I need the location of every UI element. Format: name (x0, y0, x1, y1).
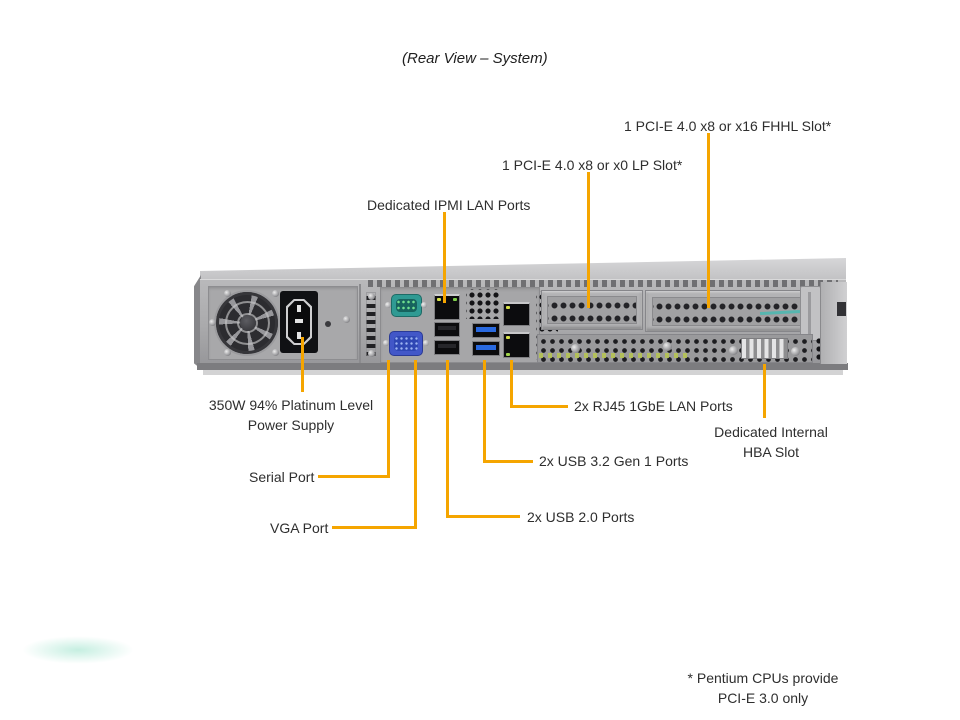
callout-ipmi-lan: Dedicated IPMI LAN Ports (367, 197, 531, 213)
ac-pin (295, 319, 303, 323)
callout-lan-ports: 2x RJ45 1GbE LAN Ports (574, 398, 733, 414)
lan-leader-line (510, 405, 568, 408)
screw-icon (272, 290, 279, 297)
callout-usb32-ports: 2x USB 3.2 Gen 1 Ports (539, 453, 689, 469)
usb3-tongue (476, 345, 496, 350)
chassis-end-flange (820, 282, 847, 364)
psu-fan (213, 289, 282, 357)
vga-pin-field (394, 336, 418, 351)
ac-pin (297, 305, 301, 312)
hex-nut-icon (383, 340, 389, 346)
screw-icon (224, 349, 231, 356)
screw-icon (791, 347, 800, 356)
screw-icon (272, 349, 279, 356)
footnote-line-1: * Pentium CPUs provide (687, 670, 839, 686)
panel-hole (325, 321, 331, 327)
ipmi-leader-line (443, 212, 446, 303)
lp-slot-cover (547, 296, 637, 324)
usb2-slot (438, 326, 456, 330)
screw-icon (729, 346, 738, 355)
serial-port-connector (391, 294, 422, 317)
screw-icon (571, 344, 580, 353)
diagram-title: (Rear View – System) (402, 50, 548, 67)
lan-led (506, 353, 510, 356)
callout-vga-port: VGA Port (270, 520, 329, 536)
vent-led-glints (539, 353, 691, 358)
usb2-slot (438, 344, 456, 348)
screw-icon (209, 319, 216, 326)
faint-watermark (22, 636, 134, 664)
serial-leader-line (318, 475, 390, 478)
screw-icon (663, 342, 672, 351)
usb32-leader-line (483, 460, 533, 463)
ipmi-lan-port (434, 294, 460, 320)
slot-retention-latch (800, 286, 821, 341)
vga-port-connector (389, 331, 423, 356)
footnote-line-2: PCI-E 3.0 only (717, 690, 809, 706)
top-vent-slots (368, 280, 838, 287)
flange-notch (837, 302, 846, 316)
hba-label-line-2: HBA Slot (742, 444, 800, 460)
psu-label-line-1: 350W 94% Platinum Level (208, 397, 374, 413)
screw-icon (224, 290, 231, 297)
hba-label-line-1: Dedicated Internal (714, 424, 828, 440)
usb20-leader-line (446, 360, 449, 518)
hex-nut-icon (421, 302, 427, 308)
callout-fhhl-slot: 1 PCI-E 4.0 x8 or x16 FHHL Slot* (624, 118, 832, 134)
serial-pin-field (396, 299, 417, 312)
usb2-port (434, 340, 460, 355)
callout-power-supply: 350W 94% Platinum Level Power Supply (206, 395, 376, 435)
callout-hba-slot: Dedicated Internal HBA Slot (701, 422, 841, 462)
usb3-port (472, 323, 500, 338)
screw-icon (343, 316, 350, 323)
fhhl-leader-line (707, 133, 710, 308)
vga-leader-line (414, 360, 417, 529)
ac-power-inlet (280, 291, 318, 353)
usb2-port (434, 322, 460, 337)
lp-leader-line (587, 172, 590, 308)
callout-serial-port: Serial Port (249, 469, 315, 485)
lan-led (506, 336, 510, 339)
vga-leader-line (332, 526, 417, 529)
fan-hub (239, 315, 256, 331)
usb20-leader-line (446, 515, 520, 518)
ac-pin (297, 332, 301, 339)
io-vent-grid (466, 289, 500, 319)
vent-column (366, 292, 376, 356)
chassis-base-shadow (203, 370, 843, 375)
chassis-left-side (194, 275, 201, 369)
lan-led (437, 298, 441, 301)
fan-grille-ring (237, 313, 258, 333)
footnote: * Pentium CPUs provide PCI-E 3.0 only (681, 668, 845, 708)
psu-leader-line (301, 337, 304, 392)
screw-icon (368, 293, 375, 300)
usb3-tongue (476, 327, 496, 332)
lan-led (506, 306, 510, 309)
callout-usb20-ports: 2x USB 2.0 Ports (527, 509, 635, 525)
usb32-leader-line (483, 360, 486, 463)
rj45-lan-port-2 (503, 332, 530, 358)
screw-icon (368, 350, 375, 357)
usb3-port (472, 341, 500, 356)
callout-lp-slot: 1 PCI-E 4.0 x8 or x0 LP Slot* (502, 157, 683, 173)
hba-slot-opening (742, 339, 787, 358)
panel-seam (359, 284, 361, 363)
psu-label-line-2: Power Supply (247, 417, 335, 433)
hex-nut-icon (423, 340, 429, 346)
lan-leader-line (510, 360, 513, 408)
fan-grille-ring (225, 301, 270, 345)
chassis-bottom-edge (197, 363, 848, 370)
lan-led (453, 298, 457, 301)
hba-leader-line (763, 364, 766, 418)
serial-leader-line (387, 360, 390, 478)
hex-nut-icon (385, 302, 391, 308)
rj45-lan-port-1 (503, 302, 530, 326)
